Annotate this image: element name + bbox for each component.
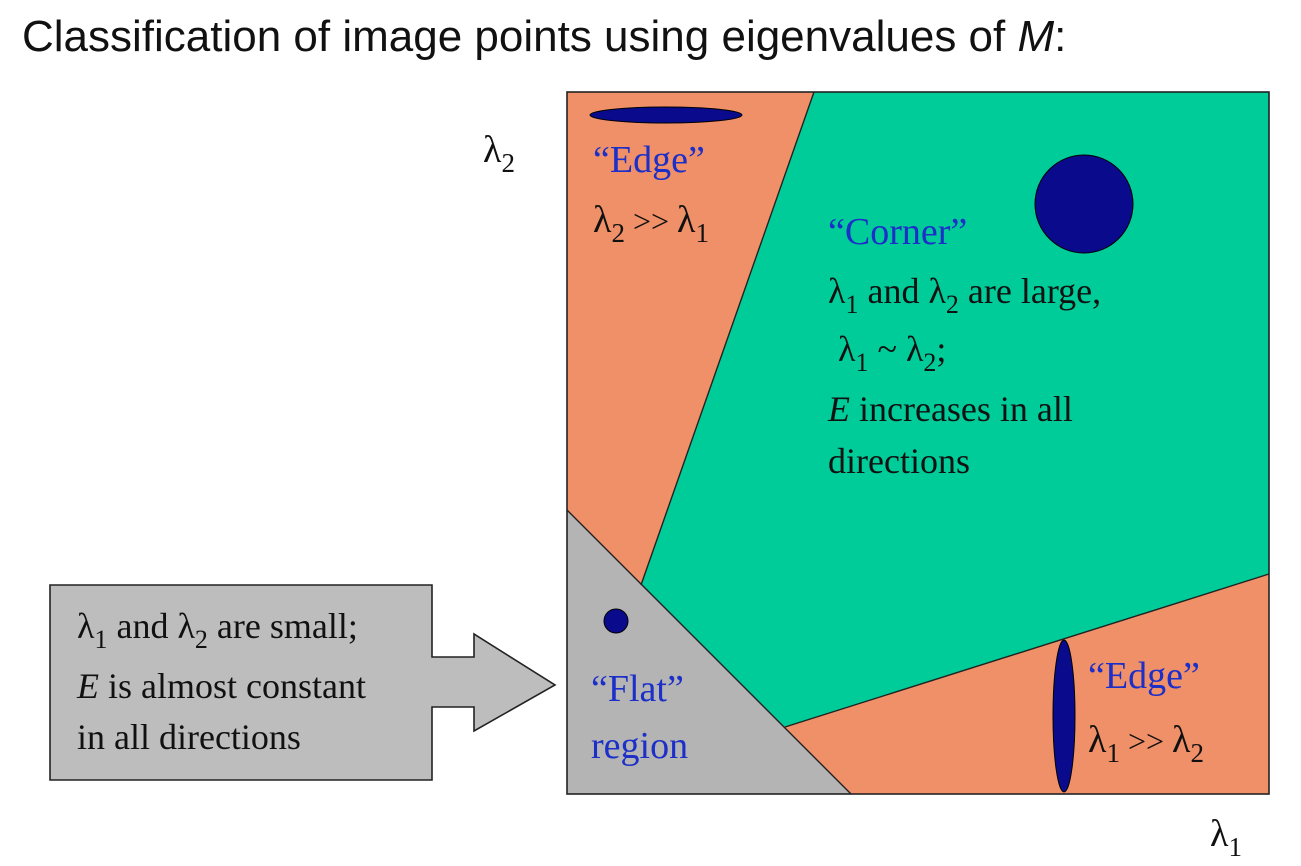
corner-line-4: directions <box>828 441 970 481</box>
title-symbol: M <box>1017 12 1055 61</box>
callout-line-2: E is almost constant <box>76 666 366 706</box>
y-axis-label: λ2 <box>483 129 515 178</box>
region-boundaries <box>566 91 1270 795</box>
edge-bottom-label: “Edge” <box>1088 655 1200 697</box>
callout-line-1: λ1 and λ2 are small; <box>77 606 358 654</box>
corner-label: “Corner” <box>828 211 967 253</box>
flat-label-line-2: region <box>591 725 688 767</box>
title-suffix: : <box>1054 12 1067 61</box>
edge-bottom-condition: λ1 >> λ2 <box>1088 719 1204 768</box>
title-prefix: Classification of image points using eig… <box>22 12 1018 61</box>
corner-line-2: λ1 ~ λ2; <box>838 329 946 377</box>
vertical-edge-ellipse <box>1052 639 1076 793</box>
corner-region <box>641 92 1269 727</box>
flat-circle <box>603 608 629 634</box>
edge-top-condition: λ2 >> λ1 <box>593 199 709 248</box>
flat-label-line-1: “Flat” <box>591 668 684 710</box>
diagram-frame <box>566 91 1270 795</box>
corner-circle <box>1034 154 1134 254</box>
horizontal-edge-ellipse <box>589 106 743 124</box>
x-axis-label: λ1 <box>1210 813 1242 862</box>
corner-line-1: λ1 and λ2 are large, <box>828 271 1101 319</box>
edge-top-label: “Edge” <box>593 139 705 181</box>
flat-callout-arrow <box>49 584 557 781</box>
callout-line-3: in all directions <box>77 717 301 757</box>
slide-title: Classification of image points using eig… <box>22 12 1066 62</box>
corner-line-3: E increases in all <box>827 389 1073 429</box>
